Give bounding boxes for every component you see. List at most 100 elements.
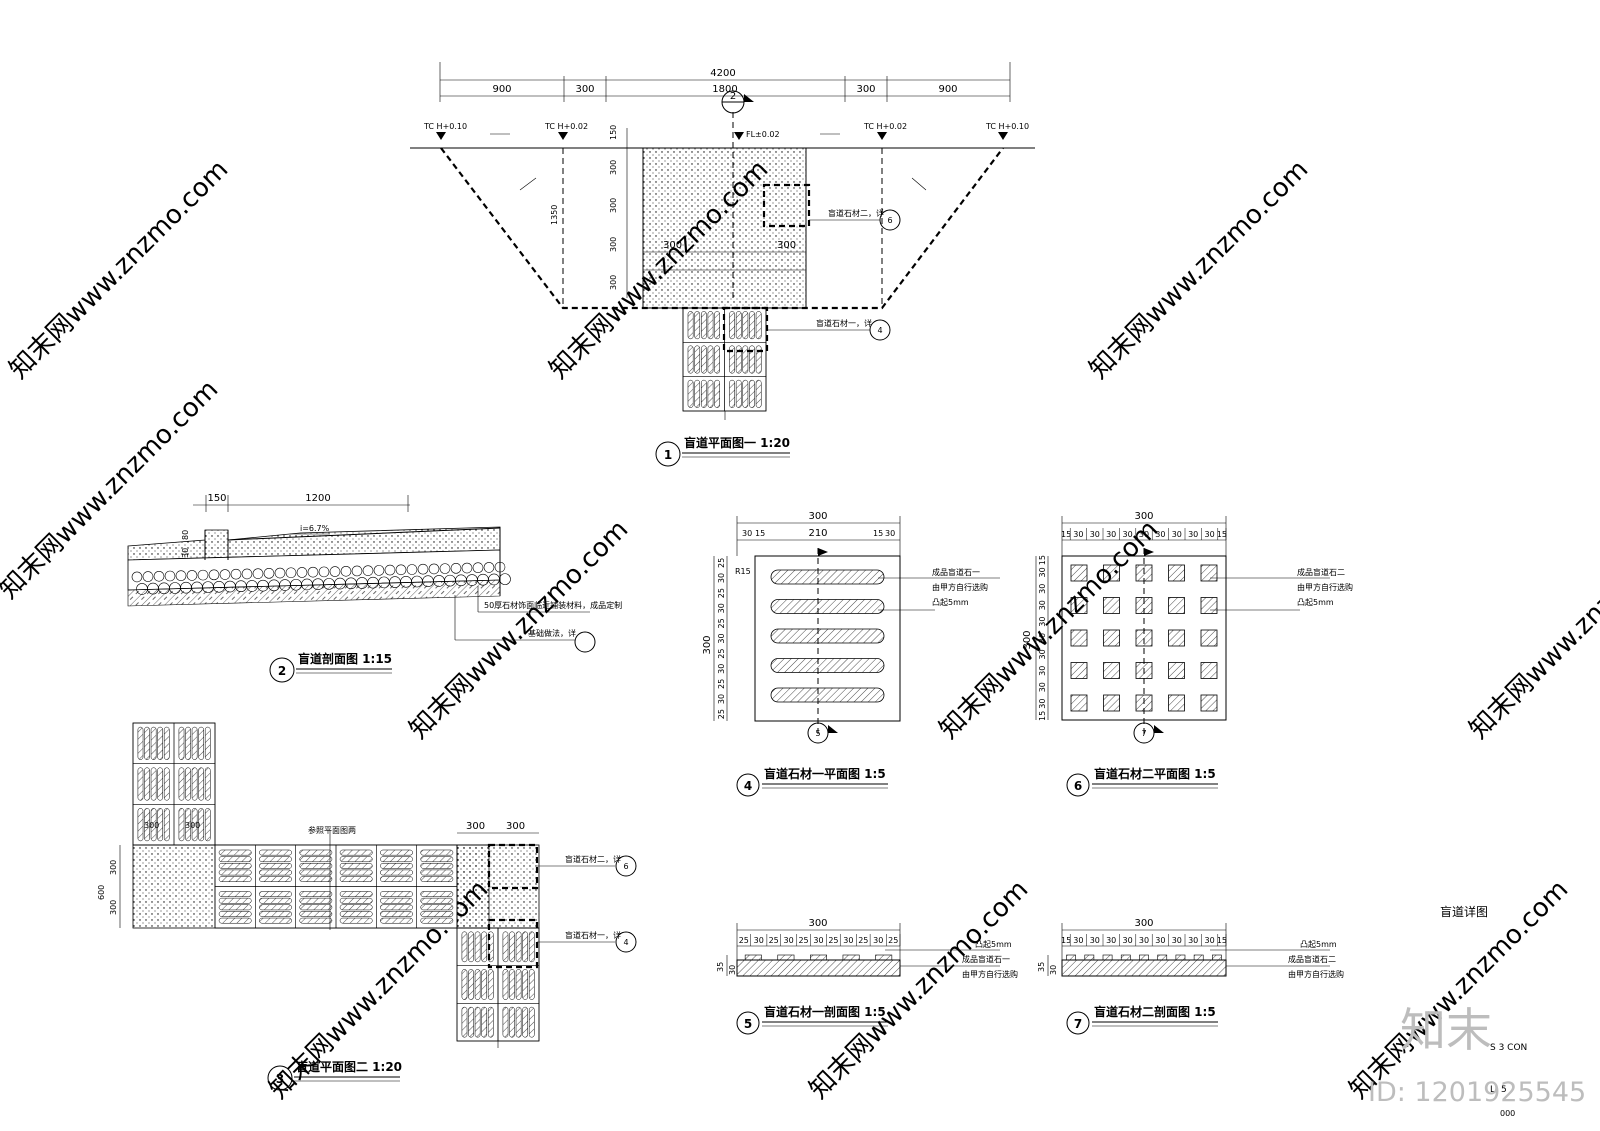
svg-text:25: 25 <box>717 558 726 568</box>
plan1-dim-300-right: 300 <box>856 84 875 95</box>
svg-text:30: 30 <box>1172 530 1182 539</box>
svg-text:300: 300 <box>609 237 618 252</box>
svg-text:30: 30 <box>1155 936 1165 945</box>
plan1-callout-lower: 盲道石材一，详 <box>816 318 872 328</box>
plan1-dim-300-left: 300 <box>575 84 594 95</box>
svg-text:300: 300 <box>702 635 713 654</box>
svg-text:4: 4 <box>877 326 882 335</box>
watermark-1: 知末网www.znzmo.com <box>4 154 235 385</box>
stone1-section-note-1: 凸起5mm <box>975 940 1012 949</box>
svg-text:300: 300 <box>777 240 796 251</box>
svg-text:30: 30 <box>1038 666 1047 676</box>
svg-text:30: 30 <box>1038 584 1047 594</box>
svg-text:30: 30 <box>1172 936 1182 945</box>
plan1-title-num: 1 <box>664 448 672 462</box>
svg-text:30: 30 <box>728 965 737 975</box>
svg-text:25: 25 <box>769 936 779 945</box>
plan-two: 300 300 参照平面图两 300 300 600 300 300 盲道石材二… <box>97 722 637 1091</box>
svg-text:2: 2 <box>730 91 736 102</box>
svg-text:30: 30 <box>1073 936 1083 945</box>
svg-text:30: 30 <box>1155 530 1165 539</box>
id-label: ID: 1201925545 <box>1368 1077 1586 1108</box>
svg-text:30: 30 <box>1188 936 1198 945</box>
svg-text:25: 25 <box>888 936 898 945</box>
svg-text:30: 30 <box>717 573 726 583</box>
svg-text:5: 5 <box>815 729 820 738</box>
svg-text:15: 15 <box>1061 936 1071 945</box>
plan1-elev-tc-midleft: TC H+0.02 <box>544 122 588 131</box>
svg-text:300: 300 <box>466 821 485 832</box>
svg-text:6: 6 <box>887 216 892 225</box>
svg-text:30: 30 <box>813 936 823 945</box>
svg-text:30: 30 <box>1038 699 1047 709</box>
svg-text:30: 30 <box>1073 530 1083 539</box>
svg-text:30: 30 <box>1038 600 1047 610</box>
stone2-note-3: 凸起5mm <box>1297 598 1334 607</box>
stone2-section-note-1: 凸起5mm <box>1300 940 1337 949</box>
watermark-9: 知末网www.znzmo.com <box>804 874 1035 1105</box>
svg-text:1350: 1350 <box>550 205 559 225</box>
plan2-dim-300a: 300 <box>144 821 159 830</box>
svg-text:30: 30 <box>1038 682 1047 692</box>
svg-text:25: 25 <box>798 936 808 945</box>
svg-text:7: 7 <box>1074 1017 1082 1031</box>
plan1-elev-tc-right: TC H+0.10 <box>985 122 1029 131</box>
svg-text:35: 35 <box>1037 962 1046 972</box>
svg-text:30: 30 <box>717 633 726 643</box>
svg-text:300: 300 <box>663 240 682 251</box>
svg-text:25: 25 <box>739 936 749 945</box>
svg-text:30: 30 <box>885 529 895 538</box>
svg-text:30: 30 <box>1038 567 1047 577</box>
stone2-note-2: 由甲方自行选购 <box>1297 582 1353 592</box>
svg-text:300: 300 <box>808 918 827 929</box>
svg-text:30: 30 <box>1106 936 1116 945</box>
section2-note-base: 基础做法，详 <box>528 628 576 638</box>
svg-text:30: 30 <box>1038 633 1047 643</box>
svg-text:4: 4 <box>744 779 752 793</box>
stone1-section-note-2: 成品盲道石一 <box>962 954 1010 964</box>
stone1-note-3: 凸起5mm <box>932 598 969 607</box>
svg-text:300: 300 <box>609 160 618 175</box>
svg-text:150: 150 <box>609 125 618 140</box>
svg-text:15: 15 <box>873 529 883 538</box>
stone2-section-note-2: 成品盲道石二 <box>1288 954 1336 964</box>
svg-text:35: 35 <box>716 962 725 972</box>
plan1-callout-upper: 盲道石材二，详 <box>828 208 884 218</box>
stone2-section-note-3: 由甲方自行选购 <box>1288 969 1344 979</box>
plan2-callout-upper: 盲道石材二，详 <box>565 854 621 864</box>
stone2-section-title: 盲道石材二剖面图 1:5 <box>1094 1004 1216 1019</box>
svg-text:6: 6 <box>1074 779 1082 793</box>
plan1-elev-tc-midright: TC H+0.02 <box>863 122 907 131</box>
svg-text:25: 25 <box>717 618 726 628</box>
svg-text:30: 30 <box>717 694 726 704</box>
stone1-section-title: 盲道石材一剖面图 1:5 <box>764 1004 886 1019</box>
svg-text:210: 210 <box>808 528 827 539</box>
svg-text:30: 30 <box>1090 936 1100 945</box>
svg-text:30: 30 <box>1123 936 1133 945</box>
svg-text:i=6.7%: i=6.7% <box>300 524 330 533</box>
svg-text:300: 300 <box>609 275 618 290</box>
svg-text:30: 30 <box>1205 936 1215 945</box>
svg-text:30: 30 <box>1090 530 1100 539</box>
plan2-note-top: 参照平面图两 <box>308 825 356 835</box>
svg-text:25: 25 <box>717 679 726 689</box>
svg-text:30: 30 <box>1205 530 1215 539</box>
svg-text:15: 15 <box>1038 711 1047 721</box>
sheet-frag-1: S 3 CON <box>1490 1043 1527 1053</box>
watermark-3: 知末网www.znzmo.com <box>1084 154 1315 385</box>
svg-text:15: 15 <box>1038 555 1047 565</box>
sheet-name: 盲道详图 <box>1440 904 1488 919</box>
logo: 知末 <box>1400 1003 1492 1057</box>
svg-text:25: 25 <box>717 649 726 659</box>
svg-text:30: 30 <box>1038 617 1047 627</box>
svg-text:300: 300 <box>609 198 618 213</box>
svg-text:30: 30 <box>742 529 752 538</box>
svg-text:15: 15 <box>1217 530 1227 539</box>
plan1-dim-total: 4200 <box>710 68 735 79</box>
svg-text:30: 30 <box>1188 530 1198 539</box>
plan-one: 4200 900 300 1800 300 900 2 TC H+0.10 TC… <box>410 62 1035 467</box>
plan1-dim-1800: 1800 <box>712 84 737 95</box>
svg-text:30: 30 <box>1049 965 1058 975</box>
